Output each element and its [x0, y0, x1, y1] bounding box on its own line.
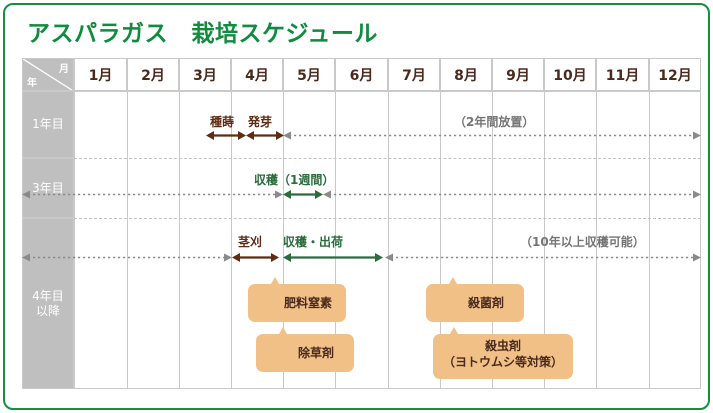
grid-vline-7	[388, 91, 389, 389]
arrow-sowing-icon	[206, 131, 246, 140]
row-separator-1	[74, 158, 701, 159]
row-label-year4plus-line2: 以降	[35, 303, 60, 318]
callout-herbicide-label: 除草剤	[297, 346, 334, 360]
grid-vline-8	[440, 91, 441, 389]
month-header-6: 6月	[335, 58, 388, 91]
row-separator-2	[74, 218, 701, 219]
grid-vline-4	[231, 91, 232, 389]
row-label-year1: 1年目	[22, 91, 74, 158]
month-header-10: 10月	[544, 58, 596, 91]
callout-insecticide[interactable]	[432, 327, 574, 379]
callout-fungicide[interactable]	[425, 277, 525, 322]
arrow-leave-two-years-icon	[283, 131, 701, 140]
callout-fertilizer-nitrogen-label: 肥料窒素	[283, 296, 332, 310]
arrow-germination-icon	[246, 131, 284, 140]
arrow-ten-years-harvestable-icon	[385, 253, 701, 262]
grid-vline-9	[492, 91, 493, 389]
month-header-12: 12月	[649, 58, 701, 91]
month-header-3: 3月	[179, 58, 231, 91]
grid-vline-10	[544, 91, 545, 389]
arrow-dormant-before-stemcut-icon	[22, 253, 232, 262]
diagonal-divider-icon	[23, 59, 73, 90]
arrow-stem-cut-icon	[232, 253, 279, 262]
grid-vline-5	[283, 91, 284, 389]
month-header-2: 2月	[127, 58, 179, 91]
label-harvest-one-week: 収穫（1週間）	[254, 173, 335, 187]
callout-insecticide-label: 殺虫剤	[484, 339, 521, 353]
callout-fungicide-label: 殺菌剤	[467, 296, 504, 310]
arrow-growing-after-harvest-icon	[323, 190, 701, 199]
grid-vline-2	[127, 91, 128, 389]
arrow-harvest-one-week-icon	[283, 190, 323, 199]
callout-insecticide-label-group: 殺虫剤 （ヨトウムシ等対策）	[433, 338, 573, 370]
month-header-7: 7月	[388, 58, 440, 91]
month-header-4: 4月	[231, 58, 283, 91]
grid-vline-11	[596, 91, 597, 389]
label-stem-cut: 茎刈	[238, 235, 263, 249]
schedule-table: 月 年 1月 2月 3月 4月 5月 6月 7月 8月 9月 10月 11月 1…	[22, 58, 701, 389]
grid-vline-3	[179, 91, 180, 389]
month-header-5: 5月	[283, 58, 335, 91]
month-header-11: 11月	[596, 58, 649, 91]
month-header-1: 1月	[74, 58, 127, 91]
callout-herbicide[interactable]	[255, 327, 355, 372]
callout-insecticide-sublabel: （ヨトウムシ等対策）	[442, 355, 563, 370]
callout-fertilizer-nitrogen[interactable]	[247, 277, 347, 322]
month-header-9: 9月	[492, 58, 544, 91]
grid-vline-12	[649, 91, 650, 389]
row-label-year4plus: 4年目 以降	[22, 218, 74, 389]
arrow-harvest-shipping-icon	[283, 253, 383, 262]
label-sowing: 種蒔	[210, 115, 235, 129]
label-germination: 発芽	[248, 115, 273, 129]
corner-month-label: 月	[59, 64, 69, 75]
label-leave-two-years: （2年間放置）	[454, 115, 535, 129]
arrow-growing-before-harvest-icon	[22, 190, 283, 199]
label-harvest-shipping: 収穫・出荷	[283, 235, 344, 249]
corner-header-cell: 月 年	[22, 58, 74, 91]
row-label-year3: 3年目	[22, 158, 74, 218]
corner-year-label: 年	[27, 78, 37, 89]
month-header-8: 8月	[440, 58, 492, 91]
label-ten-years-harvestable: （10年以上収穫可能）	[520, 235, 645, 249]
page-title: アスパラガス 栽培スケジュール	[27, 21, 378, 47]
grid-vline-6	[335, 91, 336, 389]
row-label-year4plus-line1: 4年目	[32, 288, 64, 303]
